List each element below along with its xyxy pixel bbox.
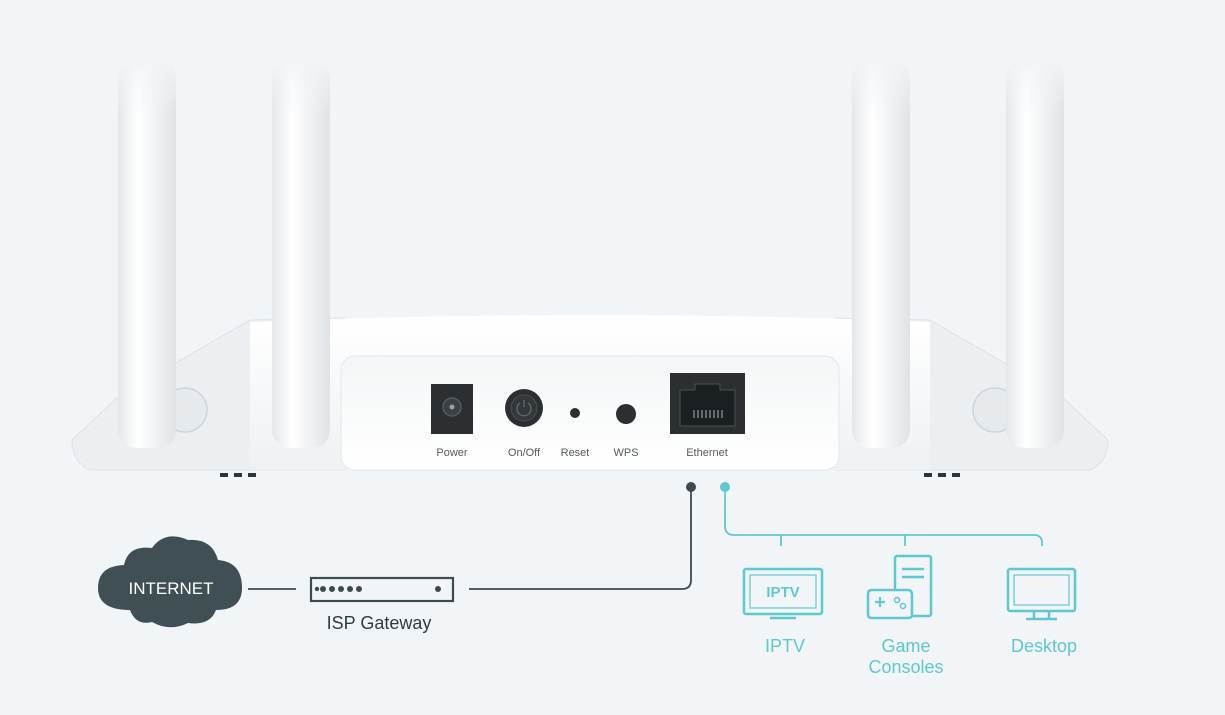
port-label-ethernet: Ethernet (686, 447, 728, 459)
router: Power On/Off Reset WPS Ethernet (71, 55, 1109, 477)
cloud-icon (98, 536, 242, 628)
game-label-line1: Game (881, 636, 930, 656)
game-label-line2: Consoles (868, 657, 943, 677)
isp-gateway: ISP Gateway (309, 576, 455, 633)
on-off-button-ring (510, 394, 538, 422)
antenna-4 (1006, 60, 1064, 448)
port-label-power: Power (436, 447, 468, 459)
isp-gateway-icon (309, 576, 455, 603)
internet-cloud: INTERNET (98, 536, 242, 628)
left-vent (220, 473, 256, 477)
iptv-screen-text: IPTV (766, 584, 799, 601)
power-port-pin (449, 404, 455, 410)
wps-button (616, 404, 636, 424)
lan-connection-line (720, 482, 1043, 546)
antenna-3 (852, 60, 910, 448)
game-console-device: Game Consoles (866, 554, 944, 677)
monitor-icon (1006, 567, 1077, 613)
port-label-onoff: On/Off (508, 447, 541, 459)
desktop-device: Desktop (1006, 567, 1077, 656)
ethernet-pins (693, 410, 723, 418)
isp-gateway-label: ISP Gateway (327, 613, 432, 633)
router-port-panel (340, 355, 840, 471)
port-label-wps: WPS (613, 447, 638, 459)
port-label-reset: Reset (561, 447, 590, 459)
iptv-device: IPTV IPTV (742, 567, 824, 656)
right-vent (924, 473, 960, 477)
reset-hole (570, 408, 580, 418)
wan-connection-line (248, 482, 696, 590)
antenna-1 (118, 60, 176, 448)
power-symbol-icon (516, 402, 532, 417)
ethernet-port-jack (679, 383, 736, 427)
desktop-label: Desktop (1011, 636, 1077, 656)
antenna-top-fade (100, 55, 1090, 115)
tv-icon (742, 567, 824, 616)
iptv-label: IPTV (765, 636, 805, 656)
antenna-2 (272, 60, 330, 448)
internet-label: INTERNET (129, 579, 214, 598)
